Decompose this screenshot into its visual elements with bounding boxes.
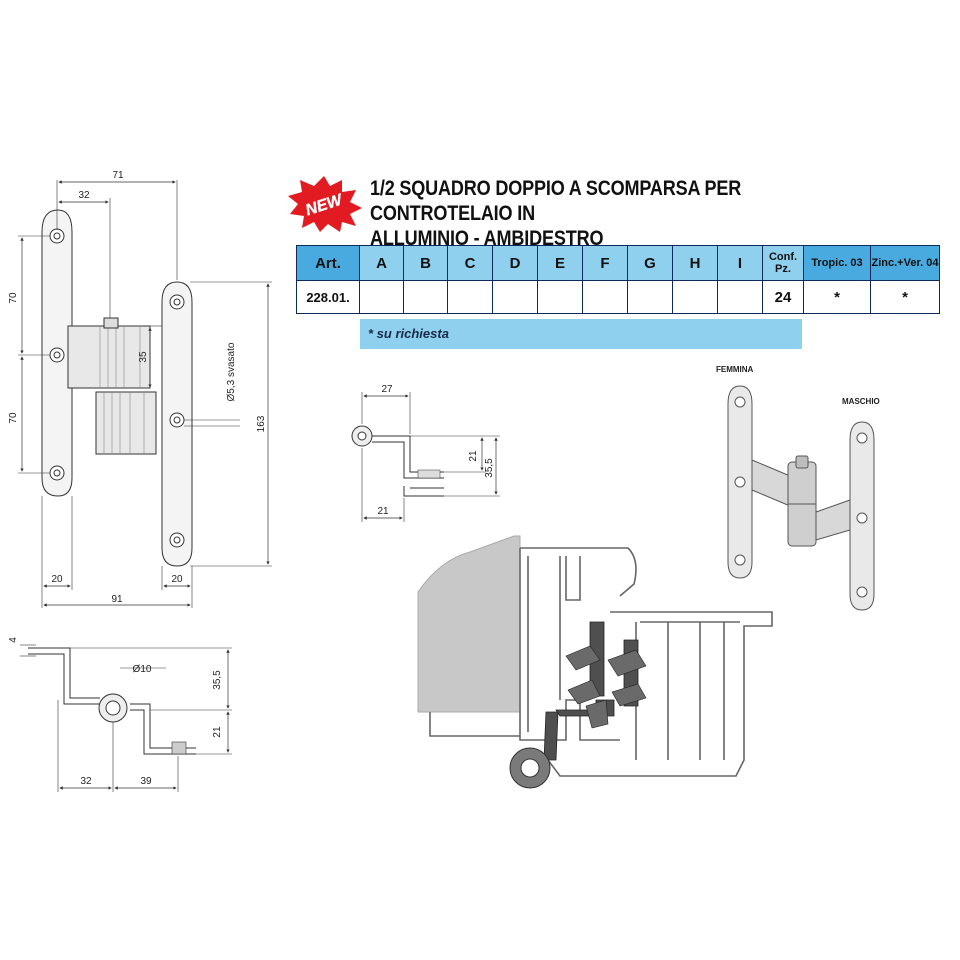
dim-height: 163 xyxy=(256,415,267,432)
dim-offset: 32 xyxy=(78,190,90,201)
section-view xyxy=(351,392,500,522)
cell-c xyxy=(447,280,493,314)
header-conf: Conf. Pz. xyxy=(762,245,804,281)
note-text: * su richiesta xyxy=(368,326,449,341)
cell-b xyxy=(403,280,448,314)
label-maschio: MASCHIO xyxy=(842,397,880,406)
dim-bottom-right: 39 xyxy=(140,776,152,787)
dim-side-step: 21 xyxy=(212,726,223,738)
dim-top-width: 71 xyxy=(112,170,124,181)
header-a: A xyxy=(359,245,404,281)
front-view xyxy=(18,180,272,608)
product-title: 1/2 SQUADRO DOPPIO A SCOMPARSA PER CONTR… xyxy=(370,176,860,251)
dim-flange-left: 20 xyxy=(51,574,63,585)
dim-mid-height: 35,5 xyxy=(484,458,495,478)
installation-section xyxy=(417,535,773,789)
header-i: I xyxy=(717,245,763,281)
side-view-dim-labels: 4 Ø10 35,5 21 32 39 xyxy=(8,637,223,787)
dim-bottom-left: 32 xyxy=(80,776,92,787)
dim-mid-step: 21 xyxy=(468,450,479,462)
header-g: G xyxy=(627,245,673,281)
new-badge: NEW xyxy=(288,176,362,232)
section-view-dim-labels: 27 21 35,5 21 xyxy=(377,384,495,517)
spec-table-row: 228.01. 24 * * xyxy=(296,280,940,314)
cell-h xyxy=(672,280,718,314)
door-panel xyxy=(417,535,521,713)
dim-mid-bottom: 21 xyxy=(377,506,389,517)
cell-f xyxy=(582,280,628,314)
spec-table: Art. A B C D E F G H I Conf. Pz. Tropic.… xyxy=(296,245,940,314)
dim-total-width: 91 xyxy=(111,594,123,605)
side-pin-inner xyxy=(105,700,121,716)
header-zinc: Zinc.+Ver. 04 xyxy=(870,245,940,281)
label-femmina: FEMMINA xyxy=(716,365,754,374)
cell-tropic: * xyxy=(803,280,871,314)
header-tropic: Tropic. 03 xyxy=(803,245,871,281)
dim-left-upper: 70 xyxy=(8,292,19,304)
dim-mid-top: 27 xyxy=(381,384,393,395)
header-d: D xyxy=(492,245,538,281)
front-view-dim-labels: 71 32 70 70 35 Ø5,3 svasato 163 20 20 91 xyxy=(8,170,267,605)
header-art: Art. xyxy=(296,245,360,281)
cell-e xyxy=(537,280,583,314)
side-profile xyxy=(28,647,100,705)
cell-d xyxy=(492,280,538,314)
dim-pin: Ø10 xyxy=(133,664,152,675)
side-view xyxy=(20,644,232,792)
product-title-line2: ALLUMINIO - AMBIDESTRO xyxy=(370,227,604,250)
header-e: E xyxy=(537,245,583,281)
dim-left-lower: 70 xyxy=(8,412,19,424)
knuckle-upper xyxy=(67,325,151,389)
header-b: B xyxy=(403,245,448,281)
cell-art: 228.01. xyxy=(296,280,360,314)
dim-side-height: 35,5 xyxy=(212,670,223,690)
cell-i xyxy=(717,280,763,314)
dim-thick: 4 xyxy=(8,637,19,643)
knuckle-lower xyxy=(95,391,157,455)
cell-zinc: * xyxy=(870,280,940,314)
new-badge-starburst xyxy=(288,176,362,232)
installed-pin-inner xyxy=(520,758,540,778)
screw-holes xyxy=(49,228,185,548)
dim-knuckle: 35 xyxy=(138,351,149,363)
dim-flange-right: 20 xyxy=(171,574,183,585)
header-c: C xyxy=(447,245,493,281)
note-band xyxy=(360,319,802,349)
hinge-render xyxy=(727,385,875,611)
product-title-line1: 1/2 SQUADRO DOPPIO A SCOMPARSA PER CONTR… xyxy=(370,177,742,225)
header-f: F xyxy=(582,245,628,281)
spec-table-header-row: Art. A B C D E F G H I Conf. Pz. Tropic.… xyxy=(296,245,940,281)
header-h: H xyxy=(672,245,718,281)
dim-hole: Ø5,3 svasato xyxy=(226,342,237,401)
